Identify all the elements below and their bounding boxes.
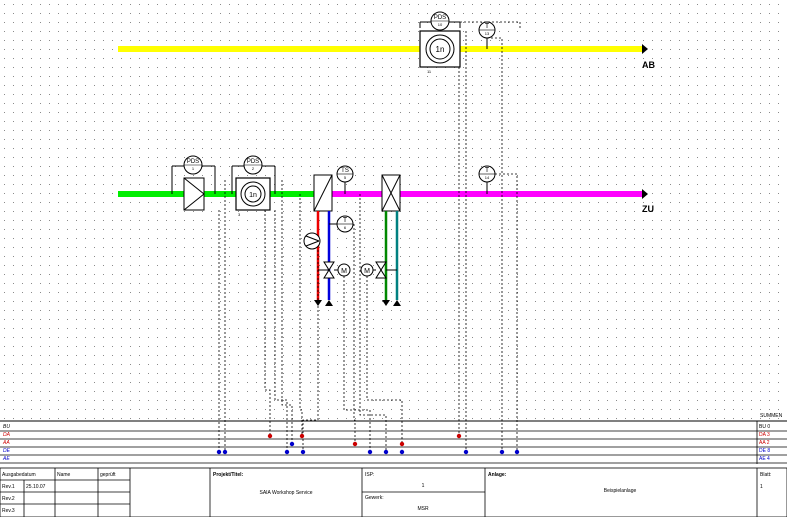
title-block — [0, 467, 787, 517]
bus-connection-dot — [383, 449, 389, 455]
bus-rows: BU BU 0 DA DA 3 AA AA 2 DE DE 8 AE AE 4 — [0, 420, 787, 464]
ts-sensor[interactable]: TS 5 — [336, 165, 354, 194]
bus-label-right: AA 2 — [759, 440, 770, 446]
bus-connection-dot — [300, 449, 306, 455]
bus-dots — [216, 433, 520, 455]
svg-text:11: 11 — [427, 69, 432, 74]
cooler-inlet-arrow-icon — [393, 300, 401, 306]
bus-connection-dot — [463, 449, 469, 455]
tb-rev1: Rev.1 — [2, 484, 15, 490]
bus-connection-dot — [284, 449, 290, 455]
ts-num: 5 — [344, 175, 347, 180]
pds-10-num: 10 — [438, 22, 443, 27]
tb-projekt-label: Projekt/Titel: — [213, 472, 244, 478]
title-block-text: Ausgabedatum Name geprüft Rev.1 25.10.07… — [2, 472, 771, 514]
supply-arrow-icon — [642, 189, 648, 199]
tb-rev3: Rev.3 — [2, 508, 15, 514]
svg-text:3: 3 — [238, 212, 241, 217]
tb-gewerk-value: MSR — [417, 506, 429, 512]
pds-2-sensor[interactable]: PDS 2 — [231, 155, 276, 194]
t-13-abbr: T — [485, 23, 490, 30]
supply-label: ZU — [642, 204, 654, 214]
t-14-sensor[interactable]: T 14 — [478, 165, 496, 194]
supply-fan[interactable]: 1n 3 — [235, 177, 271, 217]
pds-2-abbr: PDS — [247, 159, 259, 165]
bus-connection-dot — [367, 449, 373, 455]
bus-label-left: DA — [3, 432, 11, 438]
pds-10-abbr: PDS — [434, 15, 446, 21]
t-6-abbr: T — [343, 217, 348, 224]
bus-label-left: DE — [3, 448, 11, 454]
bus-label-left: AE — [2, 456, 10, 462]
exhaust-fan-label: 1n — [436, 45, 445, 54]
t-14-abbr: T — [485, 167, 490, 174]
heating-coil[interactable] — [313, 174, 333, 212]
bus-connection-dot — [267, 433, 273, 439]
bus-label-left: AA — [2, 440, 10, 446]
bus-label-right: BU 0 — [759, 424, 770, 430]
ts-abbr: TS — [341, 168, 349, 174]
exhaust-fan[interactable]: 1n 11 — [419, 30, 461, 74]
heater-pump[interactable] — [303, 232, 321, 250]
bus-connection-dot — [499, 449, 505, 455]
t-13-sensor[interactable]: T 13 — [478, 21, 496, 49]
exhaust-label: AB — [642, 60, 655, 70]
tb-name: Name — [57, 472, 71, 478]
t-6-sensor[interactable]: T 6 — [329, 215, 354, 233]
bus-connection-dot — [216, 449, 222, 455]
pds-1-abbr: PDS — [187, 159, 199, 165]
bus-label-right: DE 8 — [759, 448, 770, 454]
tb-rev2: Rev.2 — [2, 496, 15, 502]
bus-label-right: DA 3 — [759, 432, 770, 438]
filter[interactable] — [183, 177, 205, 211]
tb-isp-label: ISP: — [365, 472, 374, 478]
bus-connection-dot — [399, 449, 405, 455]
bus-connection-dot — [399, 441, 405, 447]
bus-label-right: AE 4 — [759, 456, 770, 462]
tb-gewerk-label: Gewerk: — [365, 495, 384, 501]
heater-inlet-arrow-icon — [325, 300, 333, 306]
tb-anlage-label: Anlage: — [488, 472, 507, 478]
cooling-coil[interactable] — [381, 174, 401, 212]
tb-ausgabedatum: Ausgabedatum — [2, 472, 36, 478]
heater-valve-motor-label: M — [341, 268, 347, 275]
tb-blatt-value: 1 — [760, 484, 763, 490]
bus-label-left: BU — [3, 424, 10, 430]
t-14-num: 14 — [485, 175, 490, 180]
t-6-num: 6 — [344, 225, 347, 230]
bus-connection-dot — [456, 433, 462, 439]
cooler-valve-motor-label: M — [364, 268, 370, 275]
bus-connection-dot — [222, 449, 228, 455]
cooler-outlet-arrow-icon — [382, 300, 390, 306]
pds-1-num: 1 — [192, 166, 195, 171]
tb-geprueft: geprüft — [100, 472, 116, 478]
pds-1-sensor[interactable]: PDS 1 — [171, 155, 216, 194]
bus-summen: SUMMEN — [760, 413, 783, 419]
pds-2-num: 2 — [252, 166, 255, 171]
bus-connection-dot — [514, 449, 520, 455]
bus-connection-dot — [289, 441, 295, 447]
tb-isp-value: 1 — [422, 483, 425, 489]
t-13-num: 13 — [485, 31, 490, 36]
bus-connection-dot — [352, 441, 358, 447]
supply-fan-label: 1n — [249, 192, 257, 199]
pds-10-sensor[interactable]: PDS 10 — [419, 11, 461, 31]
tb-blatt-label: Blatt: — [760, 472, 771, 478]
tb-projekt-value: SAIA Workshop Service — [260, 490, 313, 496]
exhaust-arrow-icon — [642, 44, 648, 54]
bus-connection-dot — [299, 433, 305, 439]
tb-rev1-date: 25.10.07 — [26, 484, 46, 490]
tb-anlage-value: Beispielanlage — [604, 488, 637, 494]
